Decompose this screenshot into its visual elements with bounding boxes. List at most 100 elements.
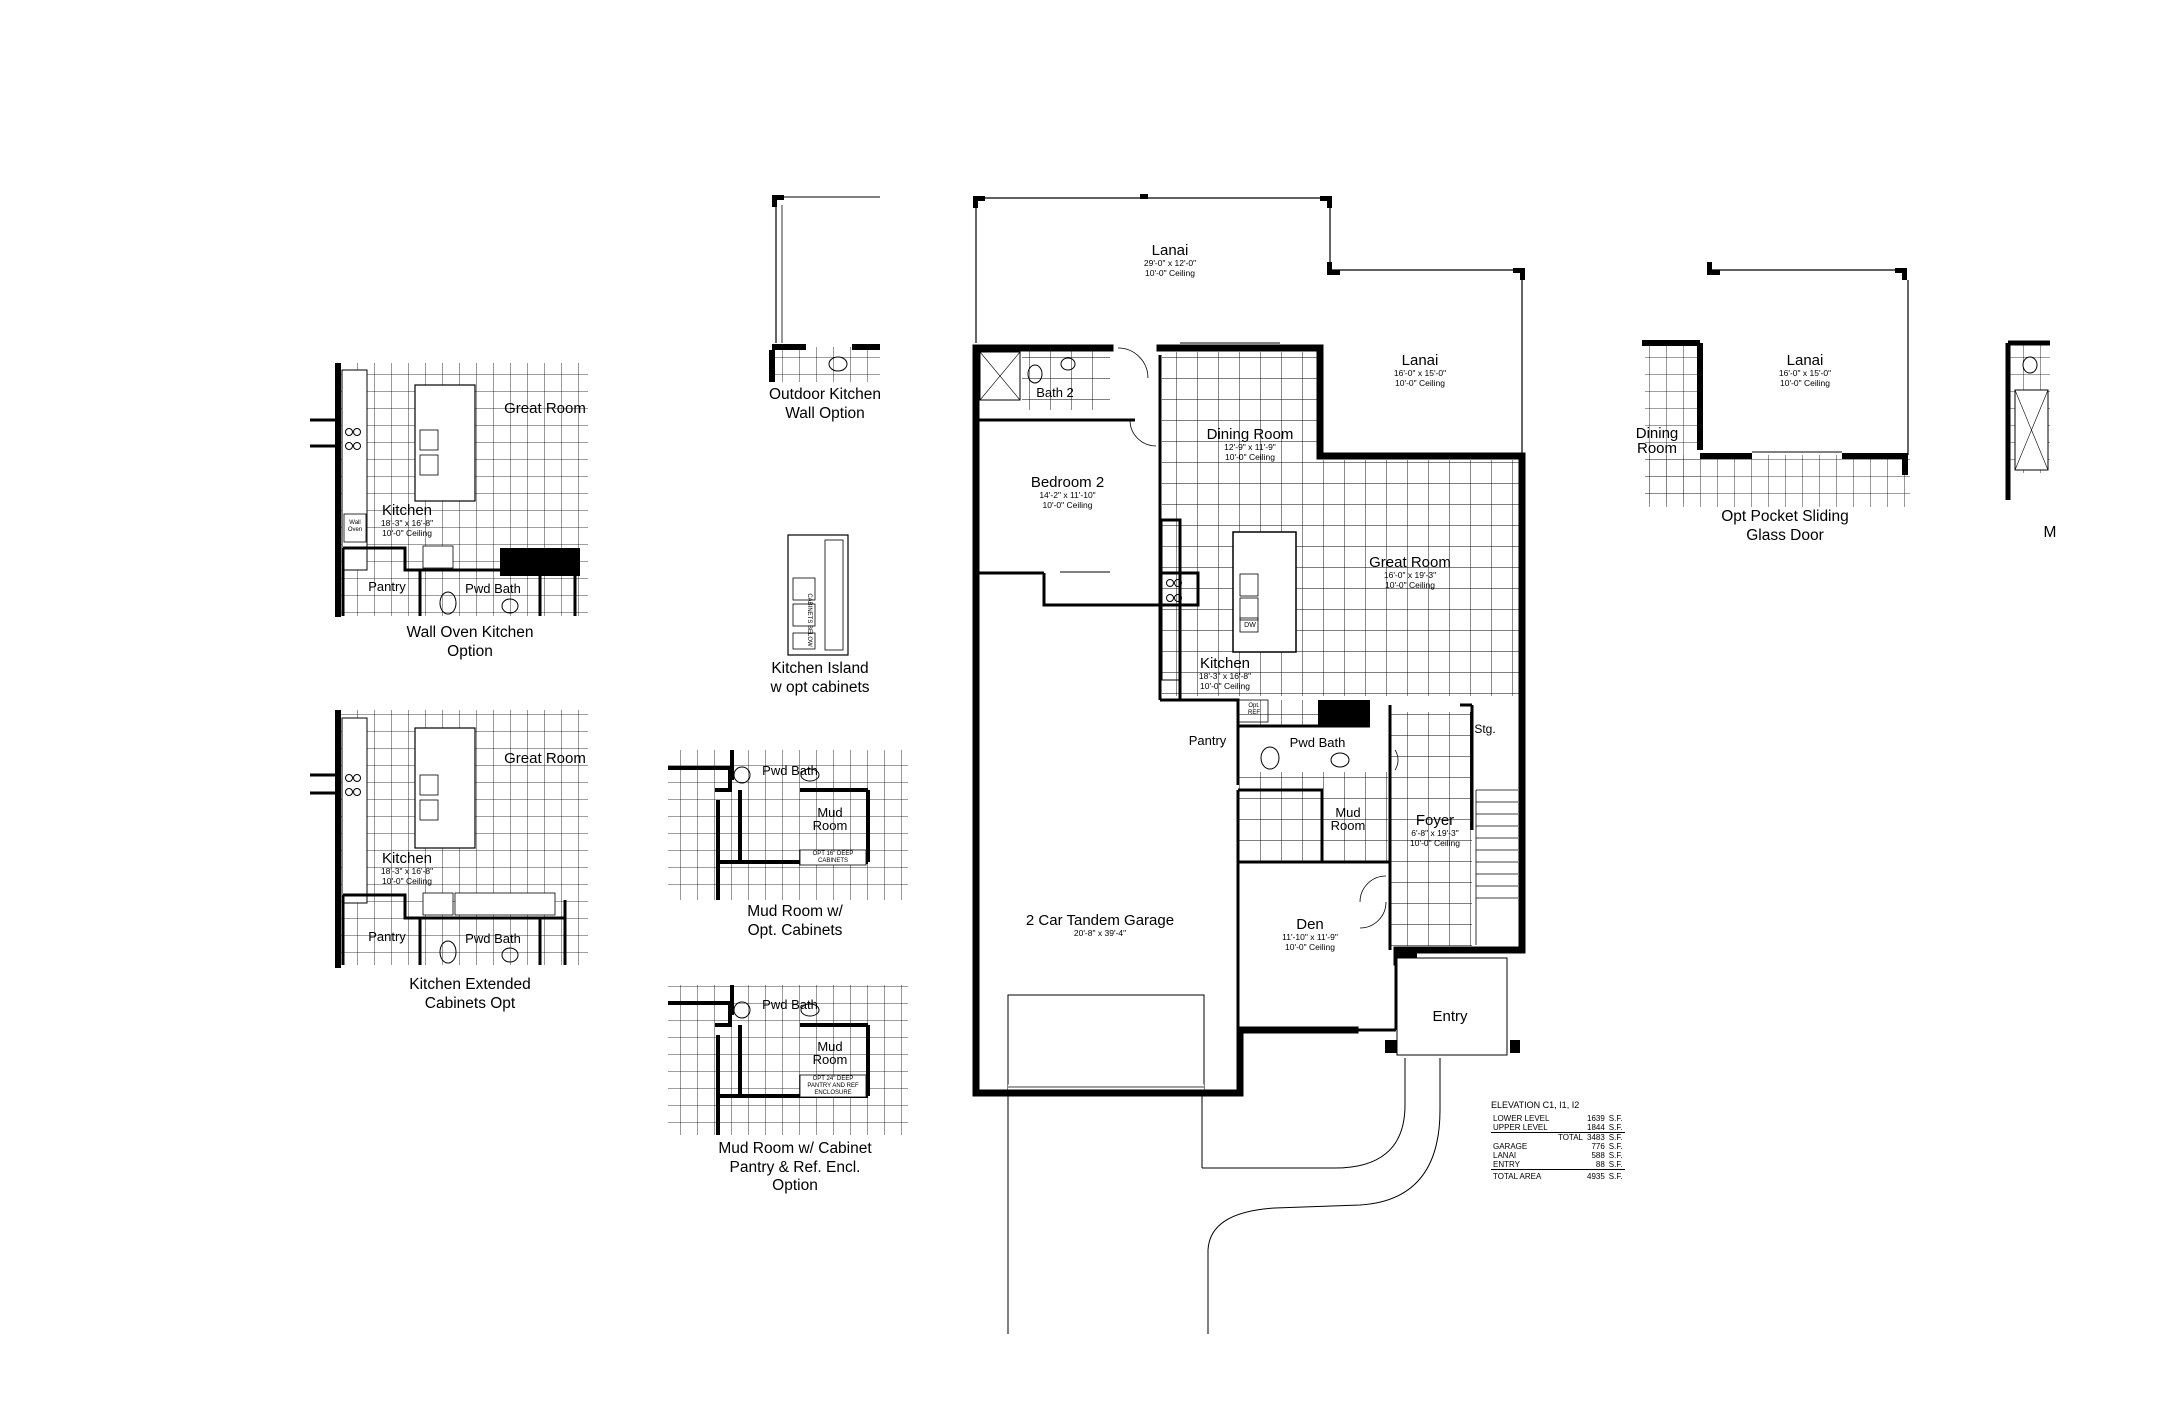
room-ceiling: 10'-0" Ceiling	[1145, 268, 1195, 279]
pocket-lanai-label: Lanai 16'-0" x 15'-0" 10'-0" Ceiling	[1745, 352, 1865, 389]
bath2-label: Bath 2	[1036, 385, 1074, 400]
dining-tile	[1162, 352, 1320, 460]
area-value: 776	[1591, 1142, 1605, 1151]
bedroom2-label: Bedroom 2 14'-2" x 11'-10" 10'-0" Ceilin…	[1000, 474, 1135, 511]
area-unit: S.F.	[1608, 1114, 1623, 1123]
area-value: 1639	[1587, 1114, 1605, 1123]
room-name: Lanai	[1786, 352, 1824, 369]
mud-cab-note: OPT 16" DEEP CABINETS	[812, 851, 854, 864]
room-name: Kitchen	[1199, 655, 1251, 672]
storage-label: Stg.	[1474, 722, 1496, 736]
mud-room-cabinets-option	[668, 750, 908, 900]
wall-oven-pantry-label: Pantry	[368, 579, 406, 594]
mud-room-label: Mud Room	[1330, 805, 1366, 833]
area-label: TOTAL	[1557, 1133, 1583, 1142]
room-name: Kitchen	[381, 502, 433, 519]
area-unit: S.F.	[1606, 1123, 1625, 1133]
extended-kitchen-label: Kitchen 18'-3" x 16'-8" 10'-0" Ceiling	[372, 850, 442, 887]
room-ceiling: 10'-0" Ceiling	[1395, 378, 1445, 389]
mud-pantry-caption: Mud Room w/ Cabinet Pantry & Ref. Encl. …	[718, 1140, 872, 1195]
mud-cab-mud-room-label: Mud Room	[812, 805, 848, 833]
room-name: 2 Car Tandem Garage	[1025, 912, 1175, 929]
area-unit: S.F.	[1608, 1172, 1623, 1181]
pocket-door-caption: Opt Pocket Sliding Glass Door	[1721, 508, 1849, 544]
wall-oven-pwd-bath-label: Pwd Bath	[465, 581, 521, 596]
partial-caption: M	[2043, 524, 2057, 541]
pwd-bath-label: Pwd Bath	[1289, 735, 1346, 750]
kitchen-label: Kitchen 18'-3" x 16'-8" 10'-0" Ceiling	[1190, 655, 1260, 692]
cabinets-below-label: CABINETS BELOW	[806, 593, 812, 647]
room-ceiling: 10'-0" Ceiling	[1225, 452, 1275, 463]
room-dims: 16'-0" x 15'-0"	[1393, 368, 1447, 379]
pocket-dining-label: Dining Room	[1635, 425, 1679, 457]
room-ceiling: 10'-0" Ceiling	[1200, 681, 1250, 692]
room-dims: 20'-8" x 39'-4"	[1073, 928, 1127, 939]
room-dims: 14'-2" x 11'-10"	[1039, 490, 1096, 501]
room-dims: 18'-3" x 16'-8"	[1198, 671, 1252, 682]
area-label: ENTRY	[1491, 1160, 1585, 1170]
area-unit: S.F.	[1608, 1151, 1623, 1160]
extended-pantry-label: Pantry	[368, 929, 406, 944]
area-unit: S.F.	[1606, 1160, 1625, 1170]
room-ceiling: 10'-0" Ceiling	[1385, 580, 1435, 591]
room-name: Kitchen	[381, 850, 433, 867]
area-value: 4935	[1587, 1172, 1605, 1181]
area-table-title: ELEVATION C1, I1, I2	[1491, 1100, 1580, 1110]
foyer-label: Foyer 6'-8" x 19'-3" 10'-0" Ceiling	[1395, 812, 1475, 849]
lanai-right-label: Lanai 16'-0" x 15'-0" 10'-0" Ceiling	[1360, 352, 1480, 389]
mud-room-pantry-option	[668, 985, 908, 1135]
room-dims: 11'-10" x 11'-9"	[1282, 932, 1338, 943]
kitchen-island-caption: Kitchen Island w opt cabinets	[770, 660, 870, 696]
mud-tile	[1238, 772, 1388, 862]
extended-cabinets-option	[310, 710, 588, 968]
room-name: Foyer	[1415, 812, 1455, 829]
entry-label: Entry	[1432, 1008, 1468, 1025]
room-dims: 16'-0" x 15'-0"	[1778, 368, 1832, 379]
room-name: Lanai	[1401, 352, 1439, 369]
room-dims: 18'-3" x 16'-8"	[380, 518, 434, 529]
pantry-label: Pantry	[1188, 733, 1227, 748]
room-ceiling: 10'-0" Ceiling	[1042, 500, 1093, 511]
room-ceiling: 10'-0" Ceiling	[1410, 838, 1460, 849]
room-name: Great Room	[1369, 554, 1451, 571]
mud-pantry-pwd-bath-label: Pwd Bath	[762, 997, 818, 1012]
area-label: LANAI	[1493, 1151, 1517, 1160]
room-ceiling: 10'-0" Ceiling	[1285, 942, 1335, 953]
wall-oven-option	[310, 363, 588, 617]
extended-pwd-bath-label: Pwd Bath	[465, 931, 521, 946]
kitchen-island-option	[787, 534, 849, 656]
extended-great-room-label: Great Room	[504, 750, 586, 767]
room-dims: 18'-3" x 16'-8"	[380, 866, 434, 877]
area-label: TOTAL AREA	[1493, 1172, 1542, 1181]
outdoor-kitchen-caption: Outdoor Kitchen Wall Option	[768, 386, 881, 422]
room-ceiling: 10'-0" Ceiling	[382, 876, 432, 887]
mud-cab-caption: Mud Room w/ Opt. Cabinets	[747, 903, 843, 939]
wall-oven-kitchen-label: Kitchen 18'-3" x 16'-8" 10'-0" Ceiling	[372, 502, 442, 539]
garage-label: 2 Car Tandem Garage 20'-8" x 39'-4"	[1005, 912, 1195, 939]
mud-pantry-mud-room-label: Mud Room	[812, 1039, 848, 1067]
great-room-label: Great Room 16'-0" x 19'-3" 10'-0" Ceilin…	[1345, 554, 1475, 591]
den-label: Den 11'-10" x 11'-9" 10'-0" Ceiling	[1265, 916, 1355, 953]
area-value: 88	[1585, 1160, 1607, 1170]
pocket-door-option	[1642, 262, 1910, 507]
lanai-top-label: Lanai 29'-0" x 12'-0" 10'-0" Ceiling	[1100, 242, 1240, 279]
room-name: Lanai	[1151, 242, 1189, 259]
wall-oven-caption: Wall Oven Kitchen Option	[406, 624, 534, 660]
area-label: LOWER LEVEL	[1493, 1114, 1550, 1123]
room-ceiling: 10'-0" Ceiling	[382, 528, 432, 539]
room-dims: 29'-0" x 12'-0"	[1143, 258, 1197, 269]
dining-label: Dining Room 12'-9" x 11'-9" 10'-0" Ceili…	[1180, 426, 1320, 463]
outdoor-kitchen-option	[769, 195, 880, 382]
room-name: Dining Room	[1206, 426, 1294, 443]
partial-bath-option	[2005, 340, 2050, 500]
main-plan	[972, 194, 1526, 1334]
